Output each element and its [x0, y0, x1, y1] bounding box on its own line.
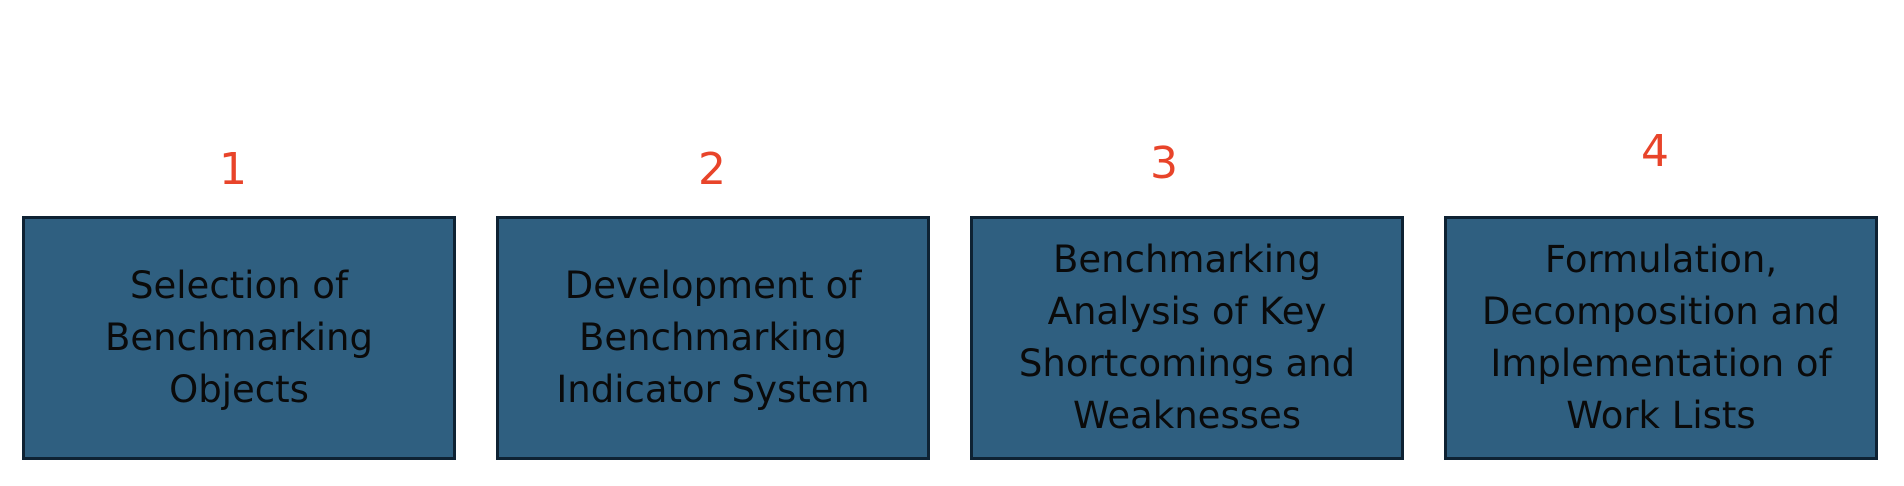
step-number-2: 2	[698, 144, 726, 195]
step-label-2: Development of Benchmarking Indicator Sy…	[556, 264, 870, 411]
step-box-selection: Selection of Benchmarking Objects	[22, 216, 456, 460]
step-box-formulation: Formulation, Decomposition and Implement…	[1444, 216, 1878, 460]
step-box-analysis: Benchmarking Analysis of Key Shortcoming…	[970, 216, 1404, 460]
step-number-4: 4	[1641, 126, 1669, 177]
step-label-1: Selection of Benchmarking Objects	[105, 264, 373, 411]
step-number-1: 1	[219, 144, 247, 195]
step-number-3: 3	[1150, 138, 1178, 189]
step-label-4: Formulation, Decomposition and Implement…	[1481, 238, 1841, 437]
step-label-3: Benchmarking Analysis of Key Shortcoming…	[1018, 238, 1356, 437]
step-box-development: Development of Benchmarking Indicator Sy…	[496, 216, 930, 460]
